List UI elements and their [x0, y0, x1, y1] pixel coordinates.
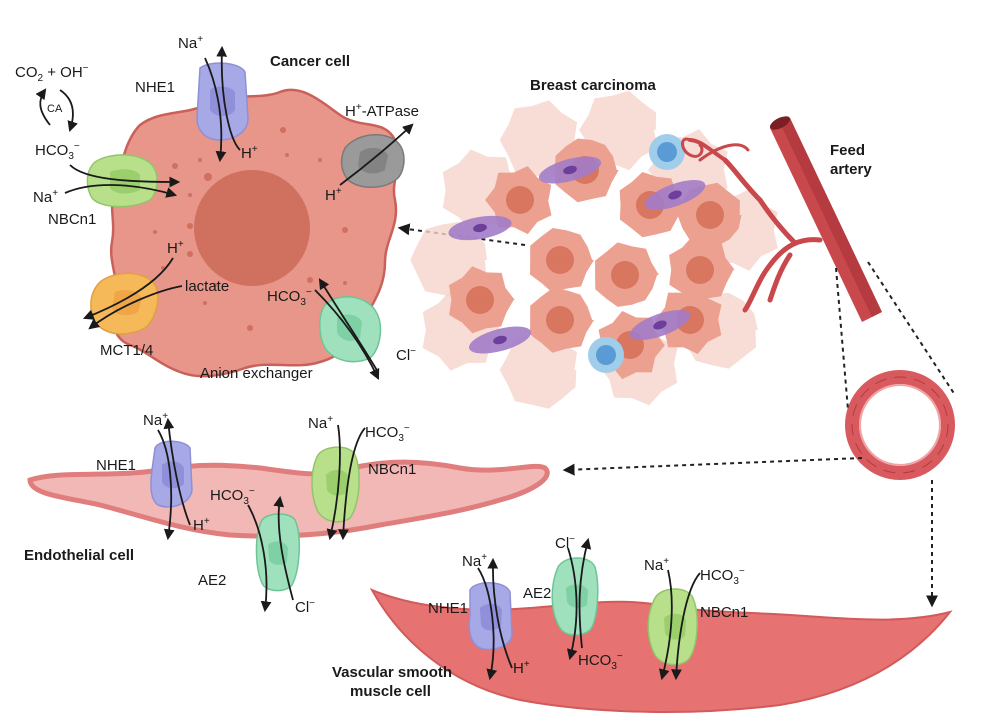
feed-artery — [681, 116, 882, 322]
vsmc-nbcn1-hco3-label: HCO3− — [700, 566, 745, 587]
endo-nbcn1-label: NBCn1 — [368, 461, 416, 478]
nhe1-h-label: H+ — [241, 144, 258, 162]
nhe1-transporter-cancer — [196, 45, 249, 163]
nhe1-transporter-endothelial — [150, 417, 193, 541]
h-atpase-label: H+-ATPase — [345, 102, 419, 120]
mct-label: MCT1/4 — [100, 342, 153, 359]
fibroblast-nucleus — [473, 223, 487, 233]
endo-nhe1-na-label: Na+ — [143, 411, 168, 429]
vsmc-ae2-cl-label: Cl− — [555, 534, 575, 552]
ca-enzyme-label: CA — [47, 103, 63, 115]
endo-ae2-cl-label: Cl− — [295, 598, 315, 616]
artery-zoom-line-right — [867, 261, 956, 396]
vsmc-title-line2: muscle cell — [350, 683, 431, 700]
endothelial-cell: Endothelial cell Na+ NHE1 H+ HCO3− AE2 C… — [24, 411, 550, 616]
artery-branches — [681, 137, 823, 313]
nbcn1-transporter-cancer — [64, 154, 181, 208]
tumor-cell-nucleus — [546, 246, 574, 274]
anion-exchanger-label: Anion exchanger — [200, 365, 313, 382]
nbcn1-label-cancer: NBCn1 — [48, 211, 96, 228]
h-atpase-h-label: H+ — [325, 186, 342, 204]
endo-nbcn1-hco3-label: HCO3− — [365, 423, 410, 444]
nbcn1-transporter-vsmc — [647, 569, 701, 681]
tumor-cell-nucleus — [686, 256, 714, 284]
h-atpase-transporter — [339, 123, 414, 188]
anion-exchanger-transporter — [314, 278, 382, 380]
mct-transporter — [82, 257, 183, 335]
lactate-label: lactate — [185, 278, 229, 295]
artery-zoom-line-left — [835, 267, 849, 411]
immune-cell-nucleus — [596, 345, 616, 365]
cancer-cell: Na+ NHE1 H+ Cancer cell CO2 + OH− CA HCO… — [15, 34, 419, 382]
co2-reaction-label: CO2 + OH− — [15, 63, 89, 84]
endo-ae2-label: AE2 — [198, 572, 226, 589]
tumor-cell-nucleus — [546, 306, 574, 334]
nbcn1-transporter-endothelial — [311, 424, 366, 541]
nhe1-label-cancer: NHE1 — [135, 79, 175, 96]
breast-carcinoma-title: Breast carcinoma — [530, 77, 657, 94]
vsmc-ae2-label: AE2 — [523, 585, 551, 602]
tumor-cell-nucleus — [611, 261, 639, 289]
fibroblast-nucleus — [653, 320, 667, 330]
fibroblast-nucleus — [563, 165, 577, 175]
ae2-transporter-vsmc — [551, 537, 599, 661]
vsmc-nbcn1-na-label: Na+ — [644, 556, 669, 574]
tumor-to-cancer-cell-pointer — [397, 223, 526, 246]
fibroblast-nucleus — [668, 190, 682, 200]
tumor-cell-nucleus — [506, 186, 534, 214]
immune-cell-nucleus — [657, 142, 677, 162]
nbcn1-na-label: Na+ — [33, 188, 58, 206]
cancer-cell-title: Cancer cell — [270, 53, 350, 70]
carbonic-anhydrase-cycle: CA — [35, 88, 78, 133]
vsmc-nhe1-label: NHE1 — [428, 600, 468, 617]
vsmc-title-line1: Vascular smooth — [332, 664, 452, 681]
ae-cl-label: Cl− — [396, 346, 416, 364]
endo-nhe1-label: NHE1 — [96, 457, 136, 474]
mct-h-label: H+ — [167, 239, 184, 257]
cytoplasm-granules — [153, 127, 348, 331]
ae-hco3-label: HCO3− — [267, 287, 312, 308]
artery-to-endothelial-pointer — [562, 457, 863, 476]
endothelial-cell-title: Endothelial cell — [24, 547, 134, 564]
endo-nbcn1-na-label: Na+ — [308, 414, 333, 432]
vsmc-ae2-hco3-label: HCO3− — [578, 651, 623, 672]
tumor-cell-nucleus — [466, 286, 494, 314]
ae2-transporter-endothelial — [247, 495, 301, 613]
endo-ae2-hco3-label: HCO3− — [210, 486, 255, 507]
nhe1-transporter-vsmc — [468, 557, 513, 681]
hco3-label-ca: HCO3− — [35, 141, 80, 162]
artery-cross-section — [845, 370, 955, 480]
vsmc-nhe1-na-label: Na+ — [462, 552, 487, 570]
cancer-cell-nucleus — [194, 170, 310, 286]
feed-artery-title-line1: Feed — [830, 142, 865, 159]
vsmc: Vascular smooth muscle cell Na+ NHE1 H+ … — [332, 534, 953, 713]
tumor-cell-nucleus — [696, 201, 724, 229]
nhe1-na-label: Na+ — [178, 34, 203, 52]
fibroblast-nucleus — [493, 335, 507, 345]
feed-artery-title-line2: artery — [830, 161, 872, 178]
vsmc-nbcn1-label: NBCn1 — [700, 604, 748, 621]
breast-carcinoma-tumor — [410, 90, 778, 409]
